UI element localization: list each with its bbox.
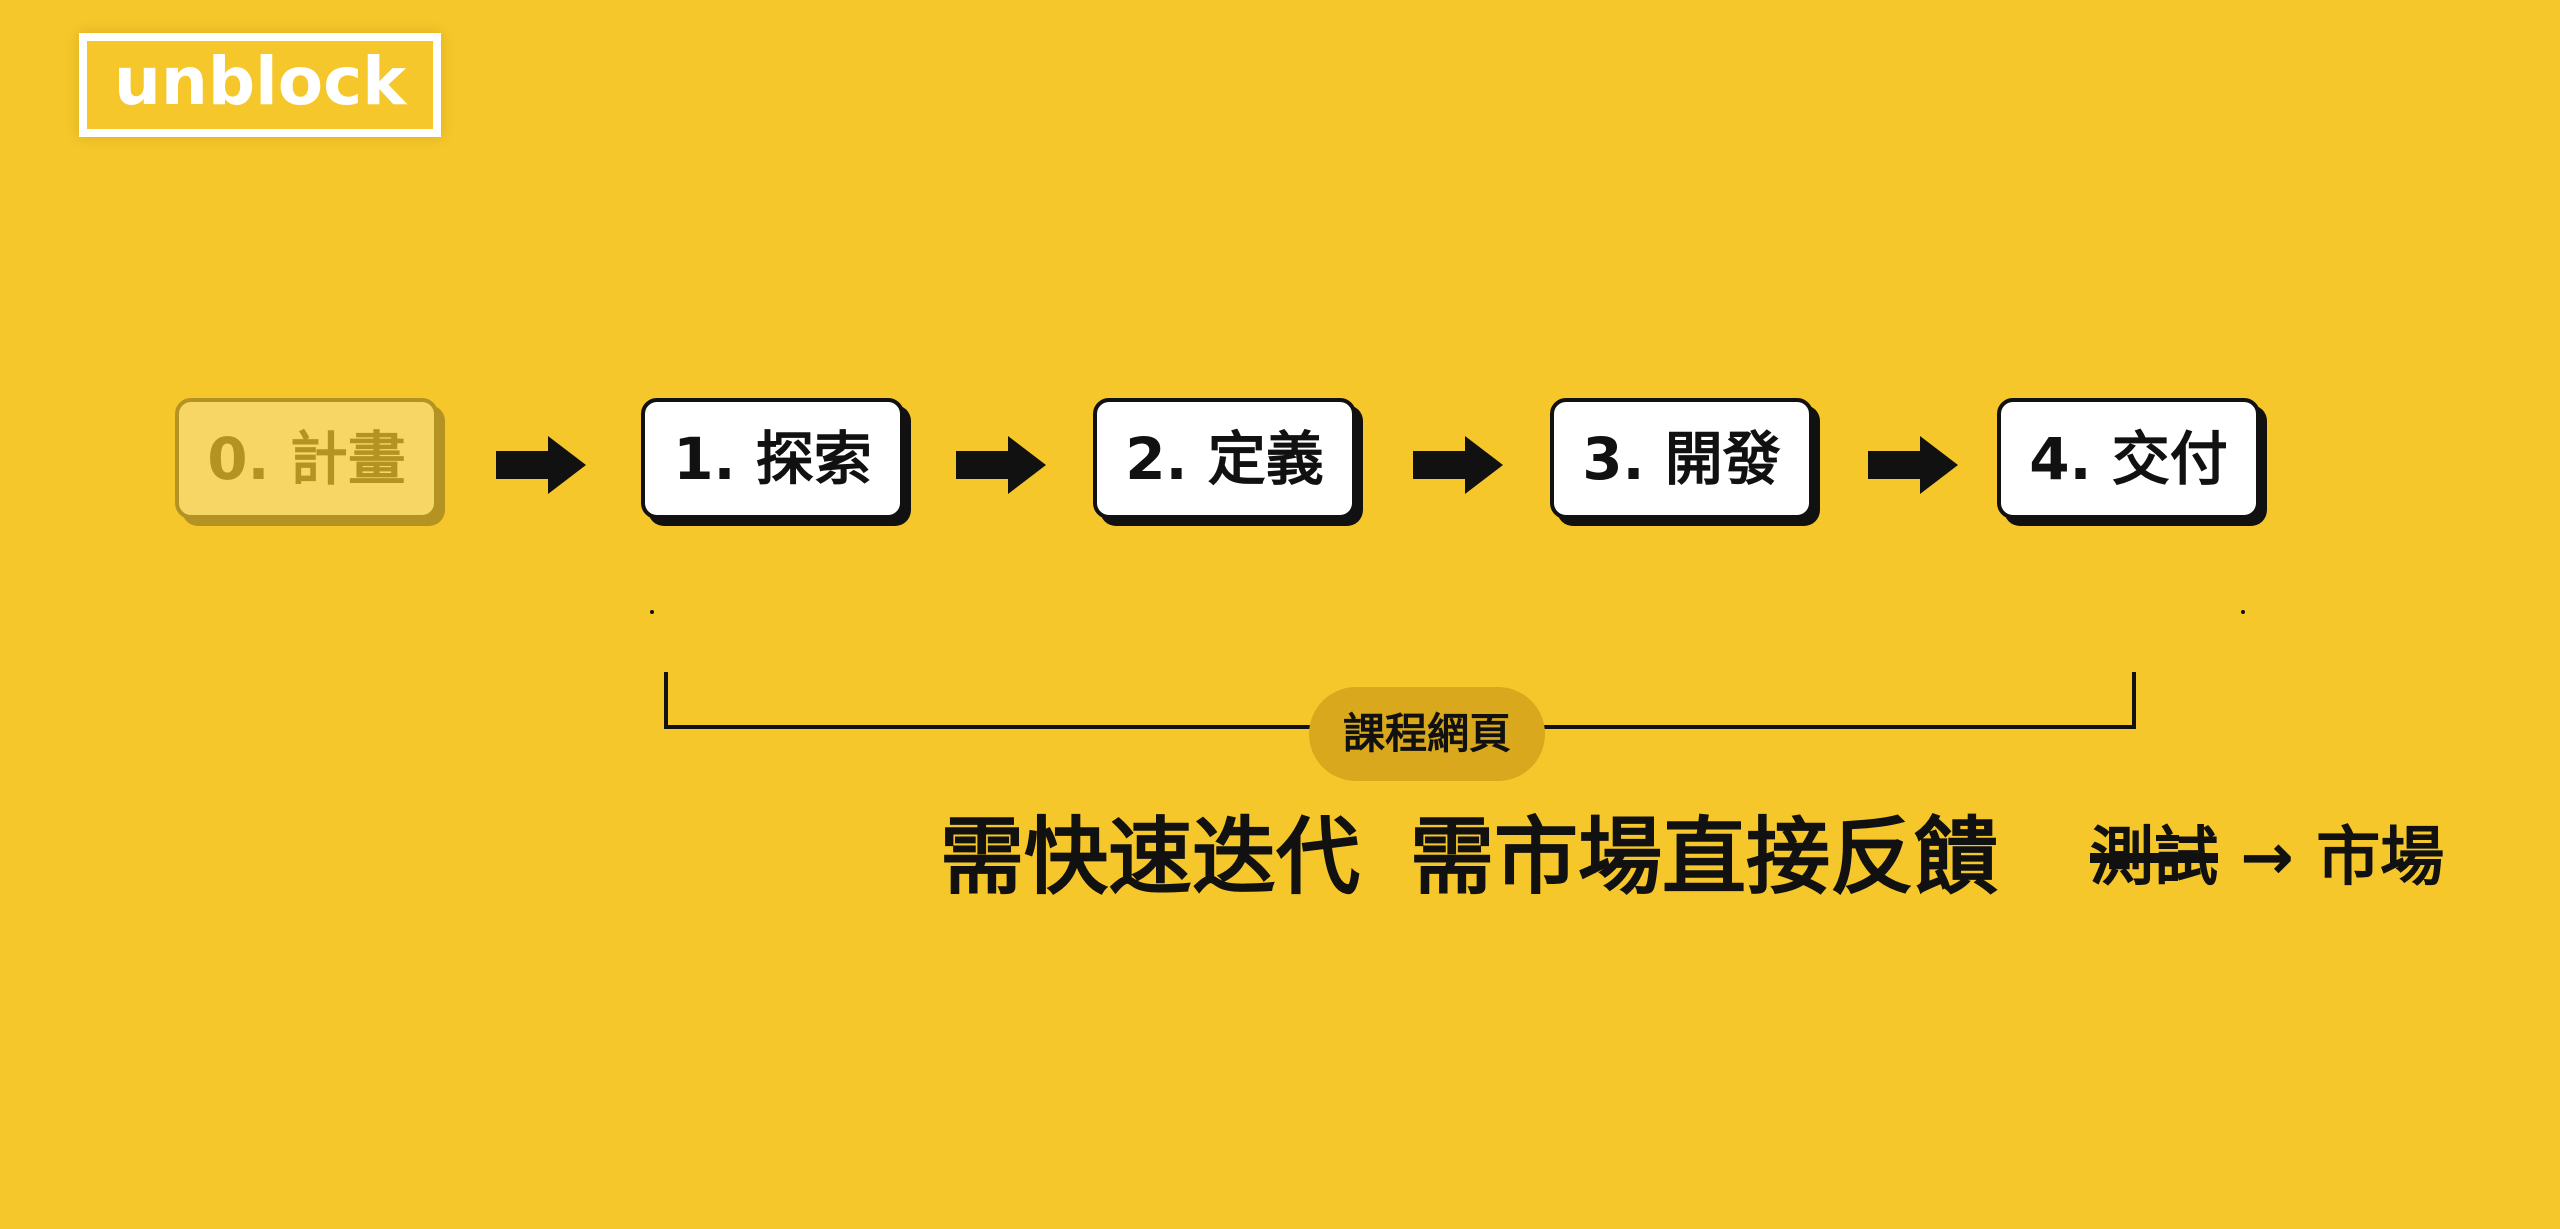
marker-dot (2241, 610, 2245, 614)
feedback-note: 需市場直接反饋 (1410, 808, 1999, 906)
step-define: 2. 定義 (1093, 398, 1356, 519)
step-label: 3. 開發 (1582, 424, 1781, 493)
logo-text: unblock (113, 43, 407, 120)
step-label: 0. 計畫 (207, 424, 406, 493)
step-label: 1. 探索 (673, 424, 872, 493)
right-arrow-icon (496, 436, 586, 494)
struck-text: 測試 (2090, 821, 2218, 895)
marker-dot (650, 610, 654, 614)
iterate-note: 需快速迭代 (940, 808, 1361, 906)
step-label: 4. 交付 (2029, 424, 2228, 493)
test-to-market-note: 測試 → 市場 (2090, 826, 2444, 890)
unblock-logo: unblock (79, 33, 441, 137)
course-page-badge: 課程網頁 (1309, 687, 1545, 781)
right-arrow-icon (1868, 436, 1958, 494)
step-explore: 1. 探索 (641, 398, 904, 519)
step-plan: 0. 計畫 (175, 398, 438, 519)
market-text: 市場 (2316, 821, 2445, 895)
right-arrow-icon (956, 436, 1046, 494)
step-label: 2. 定義 (1125, 424, 1324, 493)
badge-label: 課程網頁 (1342, 709, 1511, 758)
right-arrow-icon (1413, 436, 1503, 494)
step-develop: 3. 開發 (1550, 398, 1813, 519)
arrow-glyph: → (2240, 821, 2294, 895)
step-deliver: 4. 交付 (1997, 398, 2260, 519)
